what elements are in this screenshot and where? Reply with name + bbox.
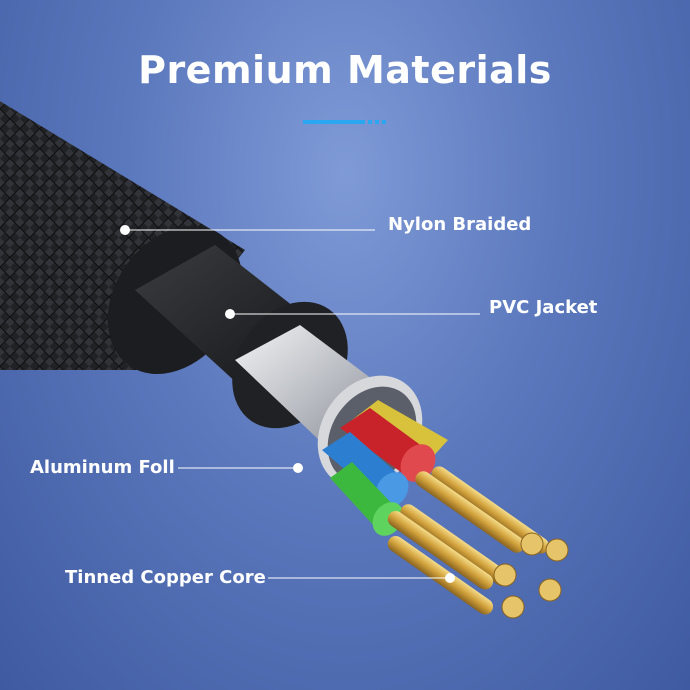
callout-copper-line <box>268 573 455 583</box>
label-pvc-jacket: PVC Jacket <box>489 297 598 318</box>
callout-aluminum-line <box>178 463 303 473</box>
callout-nylon-line <box>120 225 375 235</box>
callout-pvc-line <box>225 309 480 319</box>
copper-cores <box>387 466 569 619</box>
label-nylon-braided: Nylon Braided <box>388 214 532 235</box>
title-accent-bar <box>303 120 386 124</box>
label-aluminum-foil: Aluminum Foll <box>30 457 175 478</box>
page-title: Premium Materials <box>138 48 552 92</box>
label-tinned-copper-core: Tinned Copper Core <box>65 567 266 588</box>
